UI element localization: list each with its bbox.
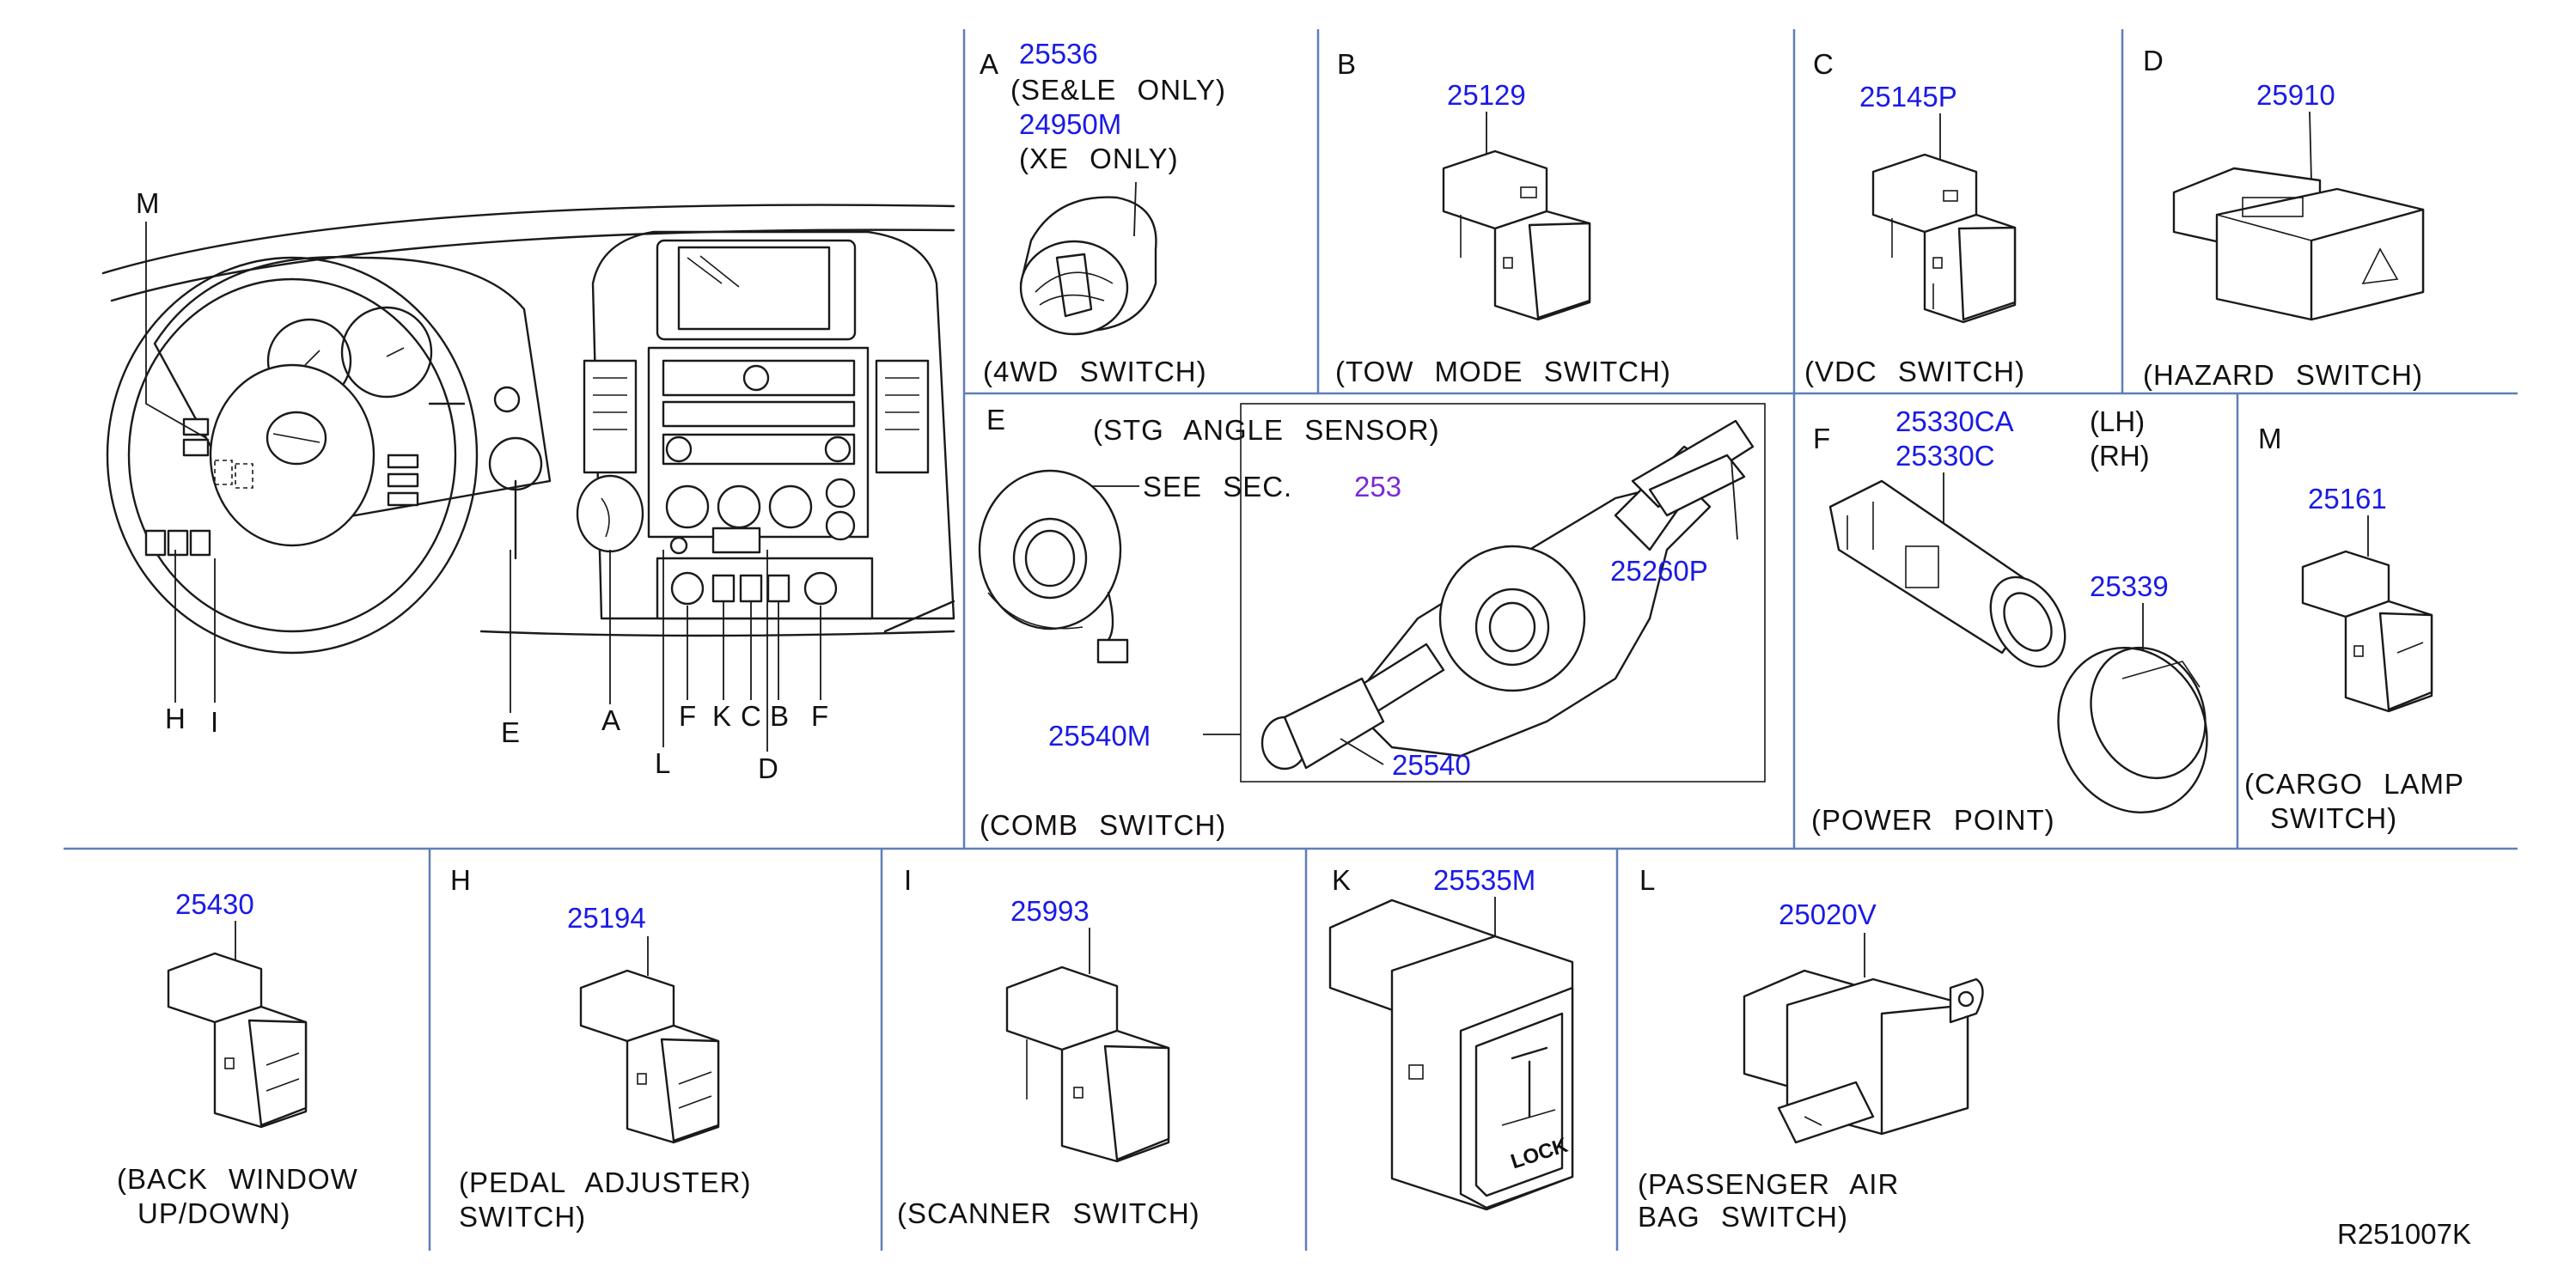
panel-letter-e: E	[986, 404, 1005, 435]
panel-b-tow-mode-switch: B 25129 (TOW MODE SWITCH)	[1335, 48, 1671, 387]
label-lh: (LH)	[2090, 405, 2145, 437]
passenger-airbag-switch-illustration	[1743, 969, 1984, 1144]
part-number-25020v: 25020V	[1779, 898, 1877, 930]
overview-callout-m: M	[136, 187, 160, 219]
caption-hazard-switch: (HAZARD SWITCH)	[2143, 359, 2423, 391]
caption-passenger-airbag-line2: BAG SWITCH)	[1638, 1201, 1848, 1233]
caption-back-window-line1: (BACK WINDOW	[117, 1163, 358, 1195]
part-number-25540m: 25540M	[1048, 720, 1151, 752]
caption-comb-switch: (COMB SWITCH)	[980, 809, 1226, 841]
caption-pedal-adjuster-line2: SWITCH)	[459, 1201, 586, 1233]
part-note-se-le-only: (SE&LE ONLY)	[1010, 74, 1226, 106]
scanner-switch-illustration	[1005, 965, 1170, 1163]
steering-angle-sensor-illustration	[978, 469, 1129, 664]
section-number-253: 253	[1354, 471, 1401, 502]
part-number-25536: 25536	[1019, 38, 1098, 70]
part-number-25993: 25993	[1010, 895, 1090, 927]
label-see-sec: SEE SEC.	[1143, 471, 1292, 502]
part-number-25535m: 25535M	[1433, 864, 1535, 896]
panel-k-lock-switch: K 25535M LOCK	[1328, 864, 1574, 1211]
label-stg-angle-sensor: (STG ANGLE SENSOR)	[1093, 414, 1440, 446]
dashboard-overview: M H I E A L F K C B D F	[101, 187, 955, 784]
cargo-lamp-switch-illustration	[2301, 550, 2433, 713]
panel-l-passenger-airbag-switch: L 25020V (PASSENGER AIR BAG SWITCH)	[1638, 864, 1984, 1233]
power-point-cap-illustration	[2057, 646, 2208, 814]
overview-callout-i: I	[211, 706, 218, 738]
panel-letter-i: I	[904, 864, 912, 896]
caption-passenger-airbag-line1: (PASSENGER AIR	[1638, 1168, 1899, 1200]
panel-letter-m: M	[2258, 423, 2282, 454]
panel-m-cargo-lamp-switch: M 25161 (CARGO LAMP SWITCH)	[2244, 423, 2464, 834]
part-number-24950m: 24950M	[1019, 108, 1121, 140]
part-number-25330ca: 25330CA	[1895, 405, 2014, 437]
panel-letter-c: C	[1813, 48, 1834, 80]
pedal-adjuster-switch-illustration	[579, 969, 720, 1144]
part-number-25910: 25910	[2256, 79, 2335, 111]
part-number-25161: 25161	[2308, 483, 2387, 515]
overview-callout-a: A	[601, 704, 620, 736]
panel-c-vdc-switch: C 25145P (VDC SWITCH)	[1804, 48, 2025, 387]
caption-cargo-lamp-line1: (CARGO LAMP	[2244, 768, 2464, 800]
panel-dividers	[64, 29, 2518, 1251]
part-number-25339: 25339	[2090, 570, 2169, 602]
caption-scanner-switch: (SCANNER SWITCH)	[897, 1197, 1200, 1229]
back-window-switch-illustration	[167, 952, 308, 1129]
panel-a-4wd-switch: A 25536 (SE&LE ONLY) 24950M (XE ONLY) (4…	[980, 38, 1226, 387]
label-rh: (RH)	[2090, 440, 2150, 472]
caption-pedal-adjuster-line1: (PEDAL ADJUSTER)	[459, 1166, 752, 1198]
part-number-25540: 25540	[1392, 749, 1471, 781]
overview-callout-b: B	[770, 700, 789, 732]
overview-callout-h: H	[165, 703, 186, 734]
panel-back-window-switch: 25430 (BACK WINDOW UP/DOWN)	[117, 888, 358, 1229]
4wd-knob-illustration	[1019, 181, 1157, 336]
panel-letter-b: B	[1337, 48, 1356, 80]
panel-letter-h: H	[450, 864, 471, 896]
caption-4wd-switch: (4WD SWITCH)	[983, 356, 1207, 387]
panel-letter-f: F	[1813, 423, 1830, 454]
part-number-25260p: 25260P	[1610, 555, 1708, 587]
overview-callout-d: D	[758, 752, 778, 784]
overview-callout-k: K	[712, 700, 731, 732]
overview-callout-e: E	[501, 716, 520, 748]
panel-i-scanner-switch: I 25993 (SCANNER SWITCH)	[897, 864, 1200, 1229]
panel-letter-d: D	[2143, 45, 2164, 76]
overview-callout-c: C	[741, 700, 761, 732]
panel-e-comb-switch: E (STG ANGLE SENSOR) SEE SEC. 253	[978, 403, 1766, 841]
part-number-25330c: 25330C	[1895, 440, 1995, 472]
part-number-25129: 25129	[1447, 79, 1526, 111]
reference-code: R251007K	[2337, 1218, 2471, 1250]
vdc-switch-illustration	[1871, 153, 2017, 324]
hazard-switch-illustration	[2172, 167, 2425, 321]
panel-d-hazard-switch: D 25910 (HAZARD SWITCH)	[2143, 45, 2425, 391]
power-point-socket-illustration	[1828, 479, 2066, 668]
part-number-25194: 25194	[567, 902, 646, 934]
caption-back-window-line2: UP/DOWN)	[137, 1197, 290, 1229]
overview-callout-l: L	[655, 747, 670, 779]
panel-f-power-point: F 25330CA 25330C (LH) (RH) 25339 (POWER …	[1811, 405, 2208, 836]
caption-power-point: (POWER POINT)	[1811, 804, 2055, 836]
caption-vdc-switch: (VDC SWITCH)	[1804, 356, 2025, 387]
panel-letter-a: A	[980, 48, 998, 80]
caption-cargo-lamp-line2: SWITCH)	[2270, 802, 2397, 834]
caption-tow-mode-switch: (TOW MODE SWITCH)	[1335, 356, 1671, 387]
part-note-xe-only: (XE ONLY)	[1019, 143, 1179, 174]
combination-switch-illustration	[1261, 419, 1755, 770]
part-number-25430: 25430	[175, 888, 254, 920]
part-number-25145p: 25145P	[1859, 81, 1957, 113]
lock-switch-illustration: LOCK	[1328, 898, 1574, 1211]
tow-switch-illustration	[1442, 149, 1591, 321]
panel-h-pedal-adjuster: H 25194 (PEDAL ADJUSTER) SWITCH)	[450, 864, 752, 1233]
overview-callout-f-left: F	[679, 700, 696, 732]
overview-callout-f-right: F	[811, 700, 828, 732]
panel-letter-k: K	[1332, 864, 1351, 896]
panel-letter-l: L	[1639, 864, 1655, 896]
